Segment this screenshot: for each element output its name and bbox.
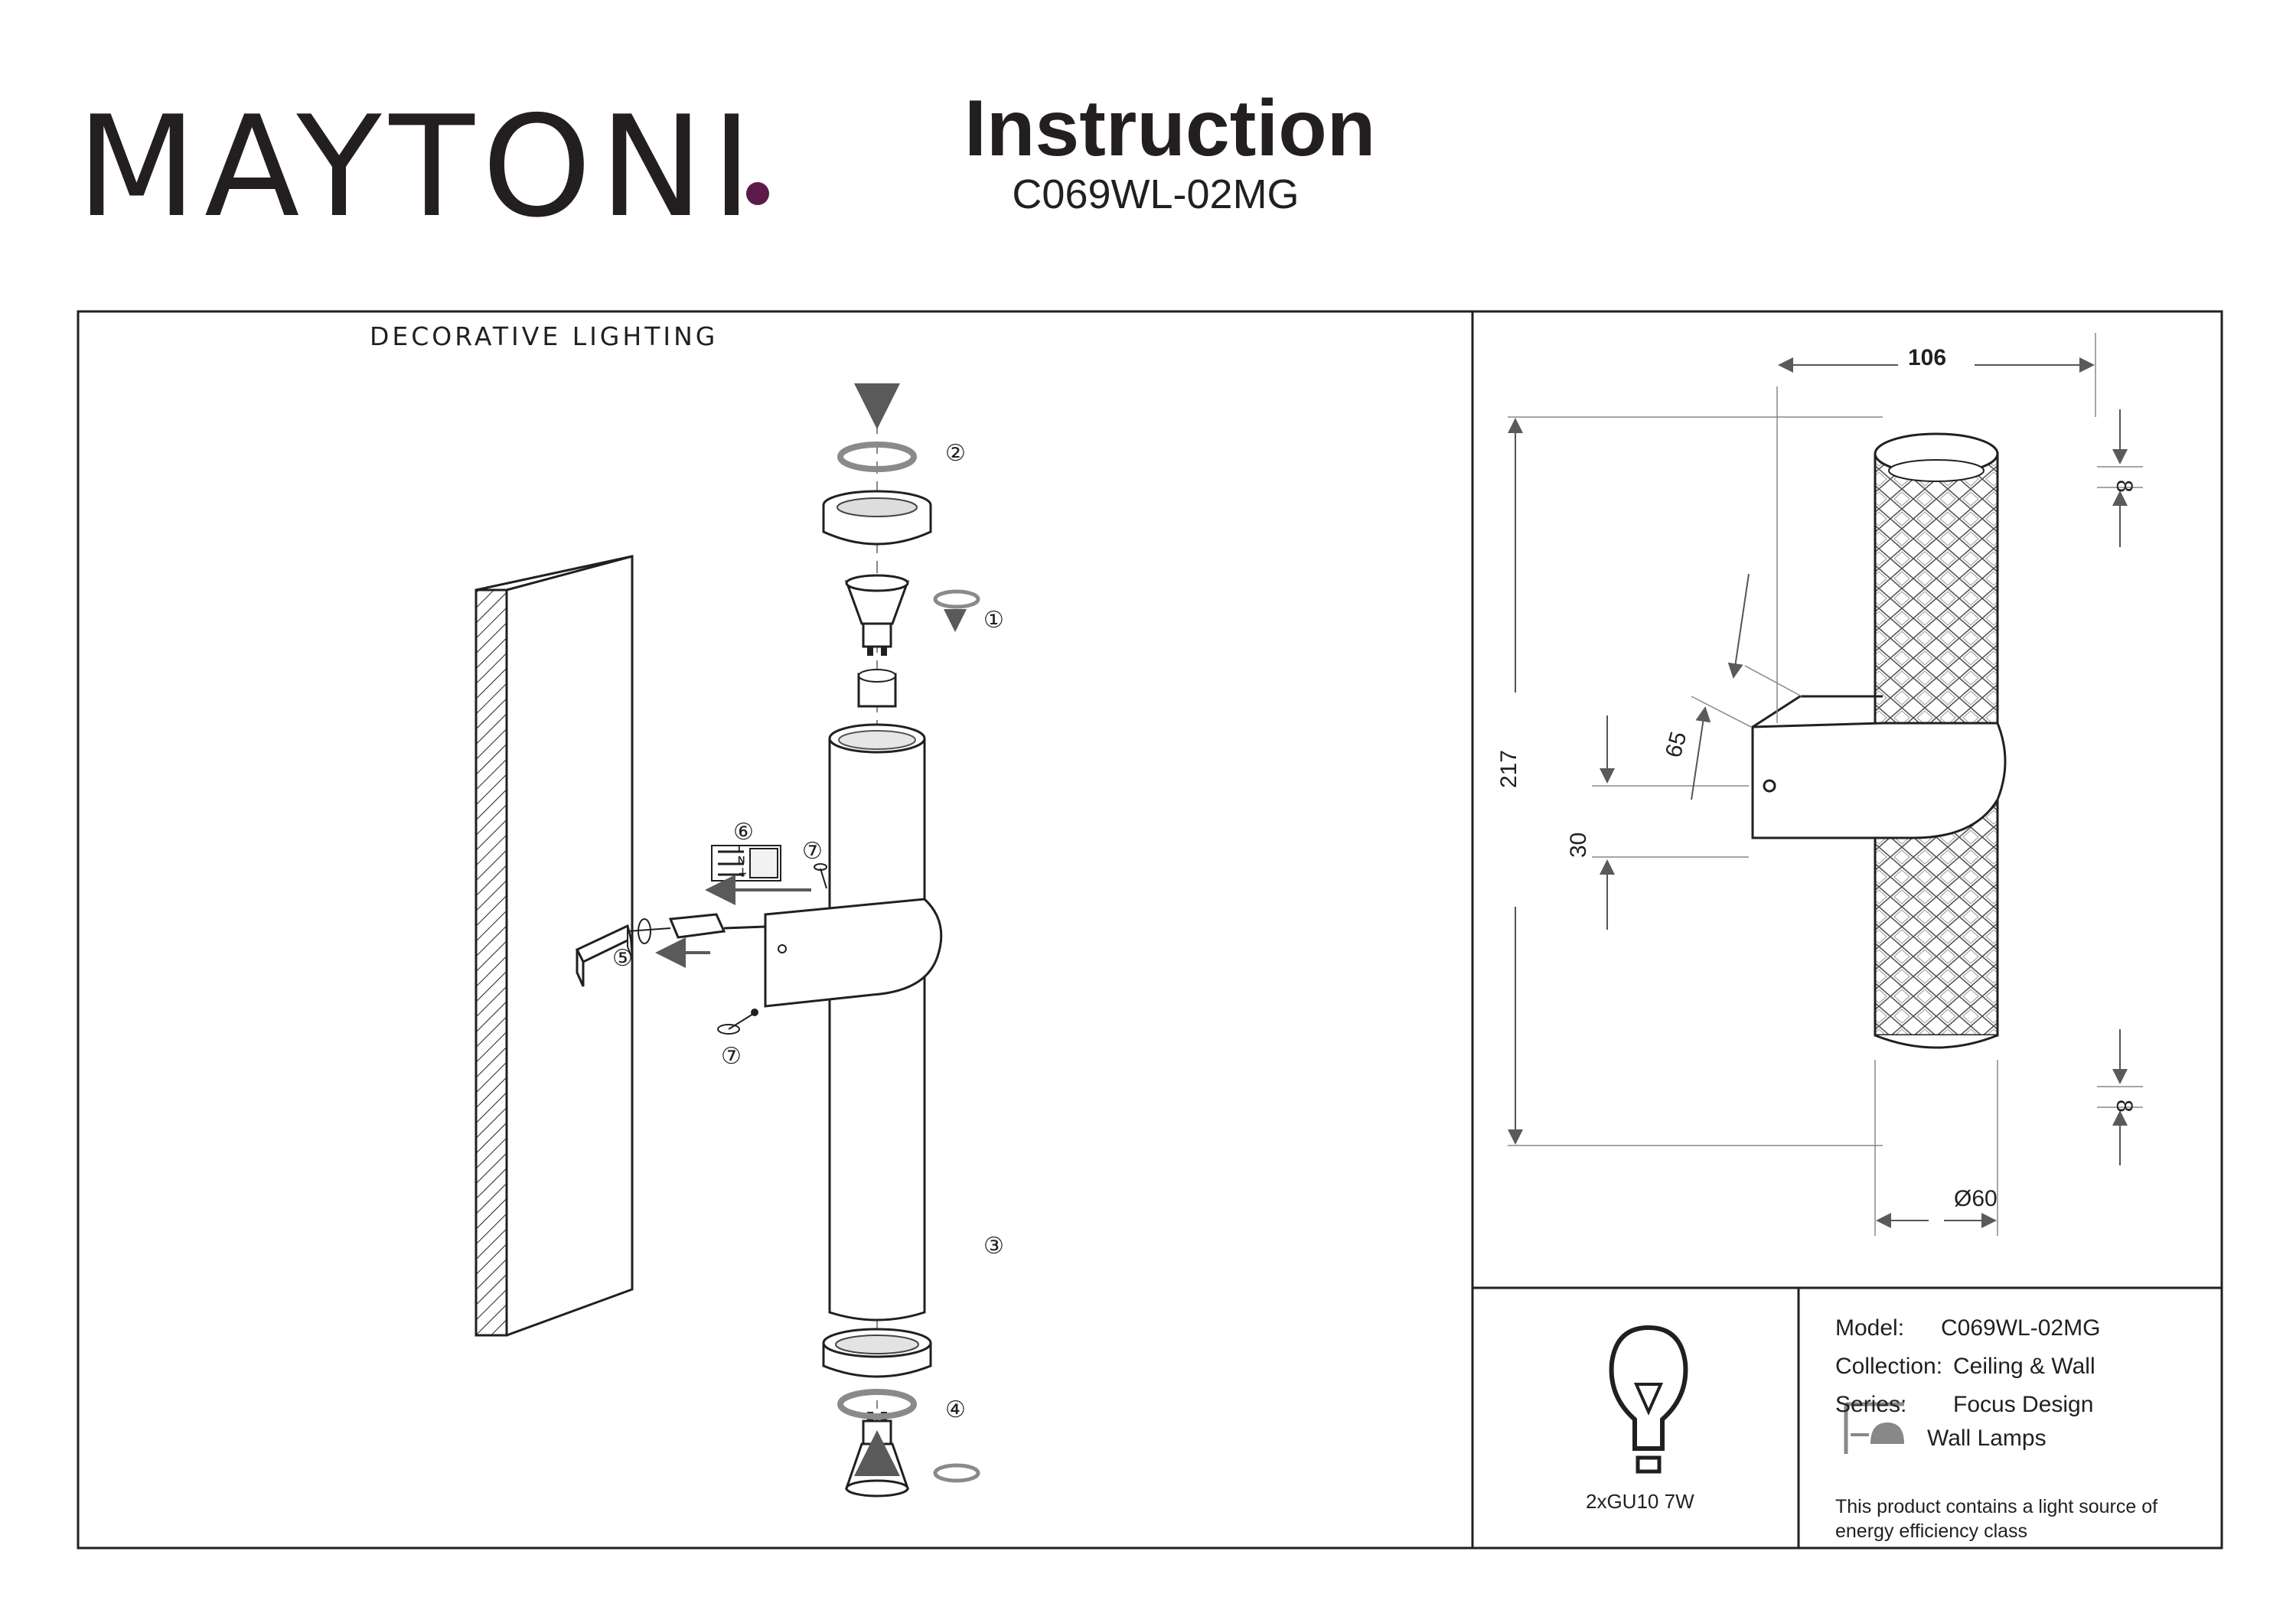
dim-width: 106	[1908, 345, 1947, 370]
step-1-label: ①	[983, 608, 1004, 633]
top-bezel-ring	[822, 490, 932, 546]
brand-dot	[746, 182, 769, 205]
lower-bezel-ring-svg	[823, 1499, 931, 1510]
wall-bracket	[764, 898, 943, 1008]
terminal-earth: ⏚	[738, 867, 748, 878]
step-6-label: ⑥	[733, 820, 754, 845]
brand-logo: MAYTONI DECORATIVE LIGHTING	[77, 90, 769, 351]
step-3-label: ③	[983, 1234, 1004, 1259]
lamp-spec: 2xGU10 7W	[1586, 1490, 1694, 1513]
page-model-code: C069WL-02MG	[1012, 171, 1300, 217]
page-title: Instruction	[964, 84, 1376, 173]
driver-box	[627, 913, 766, 939]
step-2-label: ②	[945, 441, 966, 466]
brand-tagline: DECORATIVE LIGHTING	[370, 321, 719, 351]
step-7-label-bottom: ⑦	[721, 1044, 742, 1069]
energy-note-line1: This product contains a light source of	[1835, 1496, 2158, 1517]
model-value: C069WL-02MG	[1941, 1315, 2101, 1341]
series-label: Series:	[1835, 1392, 1907, 1417]
energy-note-line2: energy efficiency class	[1835, 1520, 2028, 1542]
wall-lamp-icon	[1844, 1402, 1904, 1454]
dim-height: 217	[1496, 749, 1521, 788]
brand-wordmark: MAYTONI	[77, 86, 760, 248]
series-value: Focus Design	[1953, 1392, 2094, 1417]
top-gu10-bulb	[844, 574, 910, 656]
dim-inset-bottom: 8	[2112, 1100, 2137, 1113]
lamp-cylinder	[828, 723, 926, 1322]
terminal-l: L	[738, 843, 744, 855]
screw-bottom	[717, 1009, 758, 1035]
sheet-drawing	[77, 310, 2223, 1550]
dim-inset-top: 8	[2112, 480, 2137, 493]
collection-label: Collection:	[1835, 1354, 1943, 1379]
mounting-plate	[575, 924, 633, 987]
dimension-drawing	[1508, 333, 2143, 1236]
collection-value: Ceiling & Wall	[1953, 1354, 2095, 1379]
instruction-sheet: ② ① ⑥ ⑦ ⑤ ⑦ ③ ④ L N ⏚ 106 217 8 8 65 30 …	[77, 310, 2223, 1550]
model-label: Model:	[1835, 1315, 1905, 1341]
dim-diameter: Ø60	[1954, 1186, 1998, 1211]
step-4-label: ④	[945, 1397, 966, 1423]
wall-illustration	[475, 555, 634, 1337]
bulb-icon	[1609, 1325, 1688, 1474]
step-5-label: ⑤	[612, 946, 633, 971]
terminal-n: N	[738, 854, 745, 865]
sheet-drawing-overlay	[822, 333, 2143, 1510]
assembly-diagram	[475, 383, 980, 1498]
type-value: Wall Lamps	[1927, 1426, 2047, 1451]
screw-top	[814, 863, 827, 889]
dim-bracket-height: 30	[1566, 832, 1591, 858]
step-7-label-top: ⑦	[802, 839, 823, 864]
bottom-bezel-ring-page	[822, 1328, 932, 1378]
